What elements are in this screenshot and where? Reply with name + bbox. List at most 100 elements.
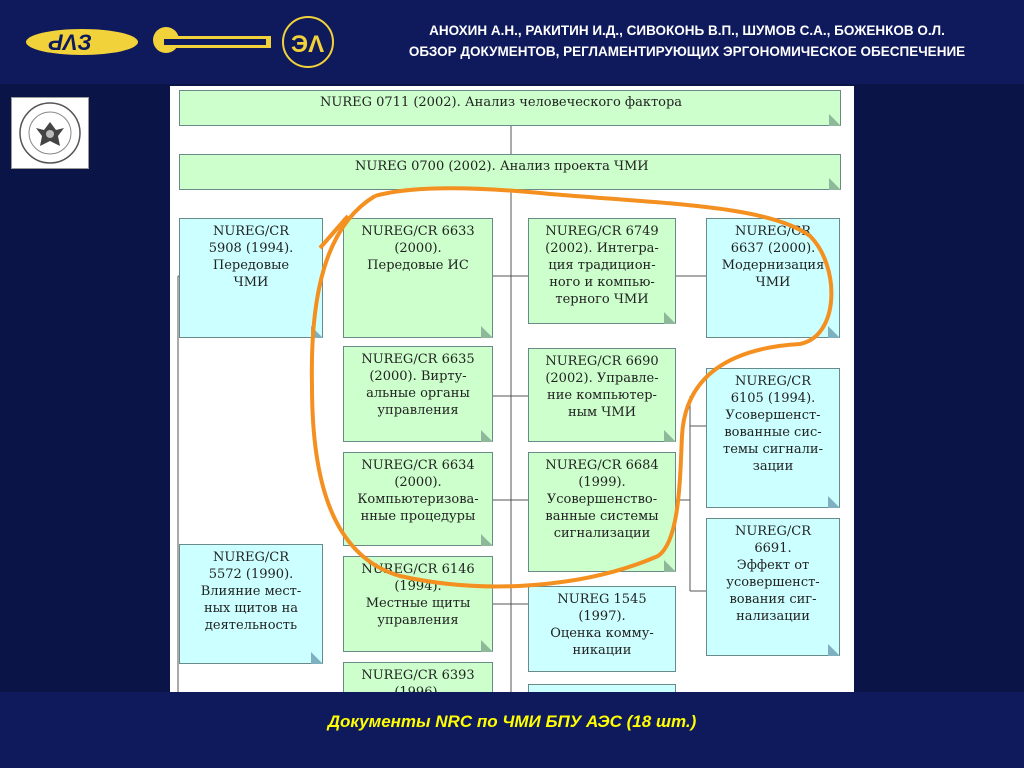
- doc-line: NUREG/CR 6684: [545, 458, 659, 473]
- svg-text:ԀΛЗ: ԀΛЗ: [48, 30, 91, 55]
- doc-line: Передовые: [212, 258, 290, 273]
- doc-line: ция традицион-: [548, 258, 656, 273]
- header-authors: АНОХИН А.Н., РАКИТИН И.Д., СИВОКОНЬ В.П.…: [429, 23, 945, 38]
- doc-line: никации: [572, 643, 632, 658]
- doc-line: ЧМИ: [233, 275, 269, 290]
- doc-box-col2-row4: NUREG/CR 6146 (1994). Местные щиты управ…: [343, 556, 493, 652]
- doc-box-nureg-0711: NUREG 0711 (2002). Анализ человеческого …: [179, 90, 841, 126]
- doc-line: альные органы: [366, 386, 470, 401]
- doc-line: (2002). Управле-: [545, 371, 659, 386]
- doc-box-col3-row5: [528, 684, 676, 692]
- doc-line: зации: [752, 459, 794, 474]
- header-text: АНОХИН А.Н., РАКИТИН И.Д., СИВОКОНЬ В.П.…: [360, 20, 1014, 62]
- nrc-seal-image: [11, 97, 89, 169]
- doc-line: (2000).: [394, 475, 442, 490]
- doc-line: NUREG/CR 6690: [545, 354, 659, 369]
- doc-line: Модернизация: [721, 258, 825, 273]
- page-fold-icon: [828, 496, 840, 508]
- doc-line: нализации: [736, 609, 810, 624]
- doc-line: ным ЧМИ: [568, 405, 636, 420]
- doc-line: Передовые ИС: [367, 258, 469, 273]
- doc-line: ЧМИ: [755, 275, 791, 290]
- doc-line: вованные сис-: [724, 425, 822, 440]
- doc-line: (2000).: [394, 241, 442, 256]
- doc-line: Усовершенство-: [546, 492, 658, 507]
- doc-box-col4-row3: NUREG/CR 6691. Эффект от усовершенст- во…: [706, 518, 840, 656]
- doc-line: вования сиг-: [729, 592, 817, 607]
- doc-line: NUREG/CR 6749: [545, 224, 659, 239]
- doc-line: NUREG/CR 6633: [361, 224, 475, 239]
- doc-line: Местные щиты: [365, 596, 471, 611]
- doc-box-col1-row1: NUREG/CR 5908 (1994). Передовые ЧМИ: [179, 218, 323, 338]
- page-fold-icon: [481, 534, 493, 546]
- page-fold-icon: [481, 640, 493, 652]
- doc-box-col1-row2: NUREG/CR 5572 (1990). Влияние мест- ных …: [179, 544, 323, 664]
- page-fold-icon: [829, 178, 841, 190]
- connector-lines: [177, 126, 706, 692]
- doc-line: Усовершенст-: [725, 408, 821, 423]
- doc-line: (1999).: [578, 475, 626, 490]
- header-bar: ԀΛЗ ЭΛ АНОХИН А.Н., РАКИТИН И.Д., СИВОКО…: [0, 0, 1024, 84]
- highlight-curve: [309, 186, 834, 589]
- page-fold-icon: [664, 560, 676, 572]
- doc-box-col3-row2: NUREG/CR 6690 (2002). Управле- ние компь…: [528, 348, 676, 442]
- page-fold-icon: [481, 430, 493, 442]
- doc-line: NUREG/CR 6635: [361, 352, 475, 367]
- doc-line: (2002). Интегра-: [545, 241, 659, 256]
- doc-box-col3-row3: NUREG/CR 6684 (1999). Усовершенство- ван…: [528, 452, 676, 572]
- page-fold-icon: [664, 430, 676, 442]
- doc-line: NUREG/CR: [734, 374, 812, 389]
- doc-line: Эффект от: [736, 558, 810, 573]
- doc-line: NUREG/CR: [734, 524, 812, 539]
- doc-line: 5572 (1990).: [208, 567, 294, 582]
- doc-line: 6105 (1994).: [730, 391, 816, 406]
- doc-line: (1996).: [344, 684, 492, 692]
- nrc-seal-icon: [19, 102, 81, 164]
- doc-line: NUREG/CR: [212, 550, 290, 565]
- doc-box-col3-row4: NUREG 1545 (1997). Оценка комму- никации: [528, 586, 676, 672]
- doc-line: 6637 (2000).: [730, 241, 816, 256]
- header-title: ОБЗОР ДОКУМЕНТОВ, РЕГЛАМЕНТИРУЮЩИХ ЭРГОН…: [408, 44, 966, 59]
- institute-logo-icon: ԀΛЗ: [26, 29, 138, 55]
- doc-line: темы сигнали-: [723, 442, 823, 457]
- doc-line: 5908 (1994).: [208, 241, 294, 256]
- doc-line: 6691.: [754, 541, 792, 556]
- footer-bar: Документы NRC по ЧМИ БПУ АЭС (18 шт.): [0, 692, 1024, 768]
- doc-line: ние компьютер-: [547, 388, 657, 403]
- doc-line: ных щитов на: [203, 601, 299, 616]
- doc-box-nureg-0700: NUREG 0700 (2002). Анализ проекта ЧМИ: [179, 154, 841, 190]
- doc-line: сигнализации: [553, 526, 651, 541]
- doc-box-col4-row1: NUREG/CR 6637 (2000). Модернизация ЧМИ: [706, 218, 840, 338]
- page-fold-icon: [828, 644, 840, 656]
- doc-line: терного ЧМИ: [555, 292, 649, 307]
- svg-text:ЭΛ: ЭΛ: [291, 31, 324, 58]
- doc-line: ванные системы: [545, 509, 659, 524]
- doc-line: усовершенст-: [726, 575, 820, 590]
- doc-line: NUREG/CR 6634: [361, 458, 475, 473]
- doc-box-col2-row1: NUREG/CR 6633 (2000). Передовые ИС: [343, 218, 493, 338]
- doc-line: Оценка комму-: [550, 626, 654, 641]
- page-fold-icon: [664, 312, 676, 324]
- page-fold-icon: [311, 652, 323, 664]
- document-diagram: NUREG 0711 (2002). Анализ человеческого …: [170, 86, 854, 692]
- doc-line: (1997).: [578, 609, 626, 624]
- doc-label: NUREG 0711 (2002). Анализ человеческого …: [320, 95, 683, 110]
- doc-line: Компьютеризова-: [357, 492, 479, 507]
- doc-line: (2000). Вирту-: [369, 369, 467, 384]
- page-fold-icon: [829, 114, 841, 126]
- slide-caption: Документы NRC по ЧМИ БПУ АЭС (18 шт.): [327, 712, 697, 731]
- page-fold-icon: [481, 326, 493, 338]
- doc-box-col2-row3: NUREG/CR 6634 (2000). Компьютеризова- нн…: [343, 452, 493, 546]
- doc-line: Влияние мест-: [200, 584, 302, 599]
- doc-line: управления: [377, 403, 459, 418]
- doc-label: NUREG 0700 (2002). Анализ проекта ЧМИ: [355, 159, 649, 174]
- doc-line: деятельность: [204, 618, 298, 633]
- doc-line: ного и компью-: [549, 275, 655, 290]
- doc-line: NUREG/CR: [212, 224, 290, 239]
- doc-box-col2-row2: NUREG/CR 6635 (2000). Вирту- альные орга…: [343, 346, 493, 442]
- page-fold-icon: [828, 326, 840, 338]
- doc-box-col3-row1: NUREG/CR 6749 (2002). Интегра- ция тради…: [528, 218, 676, 324]
- doc-line: NUREG 1545: [557, 592, 647, 607]
- doc-box-col4-row2: NUREG/CR 6105 (1994). Усовершенст- вован…: [706, 368, 840, 508]
- doc-line: NUREG/CR 6393: [361, 668, 475, 683]
